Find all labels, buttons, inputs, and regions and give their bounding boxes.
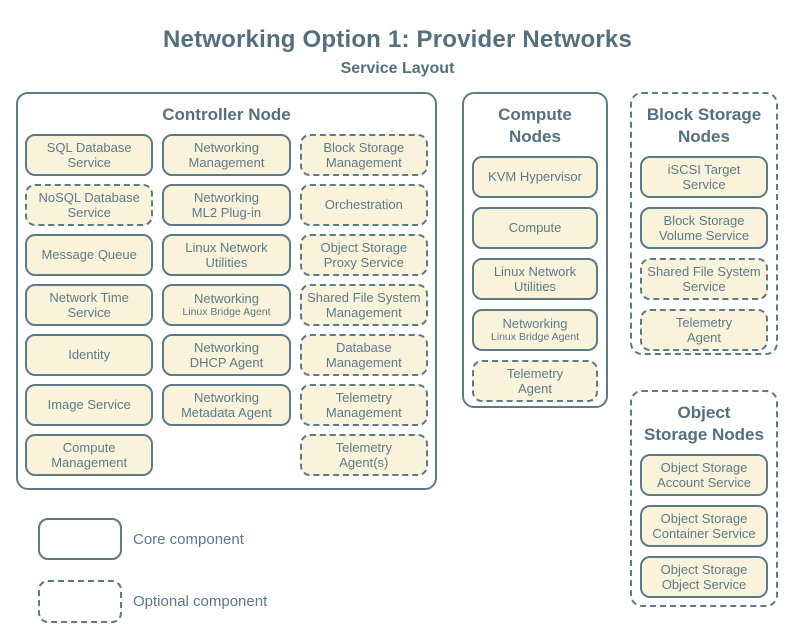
service-label: Shared File System Service <box>647 263 761 295</box>
service-message-queue: Message Queue <box>25 234 154 276</box>
service-label: Linux Network Utilities <box>493 263 577 295</box>
service-sublabel: Linux Bridge Agent <box>182 306 271 319</box>
service-orchestration: Orchestration <box>299 184 428 226</box>
service-shared-file-system: Shared File System Service <box>640 258 768 300</box>
group-title-block-storage-nodes: Block Storage Nodes <box>646 105 762 146</box>
service-linux-network-utilities: Linux Network Utilities <box>472 258 598 300</box>
service-linux-network-utilities: Linux Network Utilities <box>162 234 291 276</box>
service-label: Network Time Service <box>49 289 129 321</box>
service-networking-linux-bridge-agent: Networking Linux Bridge Agent <box>472 309 598 351</box>
service-compute: Compute <box>472 207 598 249</box>
service-label: Block Storage Management <box>323 139 405 171</box>
service-label: Identity <box>68 347 111 363</box>
controller-column-3: Block Storage Management Orchestration O… <box>299 134 428 476</box>
page-subtitle: Service Layout <box>340 60 455 77</box>
service-label: Orchestration <box>324 197 403 213</box>
service-telemetry-agents: Telemetry Agent(s) <box>299 434 428 476</box>
controller-columns: SQL Database Service NoSQL Database Serv… <box>18 126 435 476</box>
block-storage-services: iSCSI Target Service Block Storage Volum… <box>632 148 776 351</box>
service-label: Compute Management <box>51 439 128 471</box>
service-database-management: Database Management <box>299 334 428 376</box>
group-controller-node: Controller Node SQL Database Service NoS… <box>16 92 437 490</box>
legend-optional-swatch <box>38 580 122 623</box>
service-telemetry-management: Telemetry Management <box>299 384 428 426</box>
controller-column-2: Networking Management Networking ML2 Plu… <box>162 134 291 476</box>
object-storage-services: Object Storage Account Service Object St… <box>632 446 776 598</box>
service-label: SQL Database Service <box>46 139 132 171</box>
service-image-service: Image Service <box>25 384 154 426</box>
service-label: Telemetry Management <box>325 389 402 421</box>
service-label: Linux Network Utilities <box>185 239 268 271</box>
service-label: Object Storage Account Service <box>657 459 751 491</box>
service-networking-ml2-plugin: Networking ML2 Plug-in <box>162 184 291 226</box>
group-block-storage-nodes: Block Storage Nodes iSCSI Target Service… <box>630 92 778 355</box>
service-label: Shared File System Management <box>307 289 421 321</box>
service-label: NoSQL Database Service <box>38 189 140 221</box>
service-label: Compute <box>508 220 562 236</box>
group-title-compute-nodes: Compute Nodes <box>498 105 572 146</box>
legend-optional-label: Optional component <box>133 593 268 610</box>
service-label: Networking <box>502 315 568 331</box>
service-label: Object Storage Proxy Service <box>320 239 408 271</box>
service-label: Database Management <box>325 339 402 371</box>
service-sql-database: SQL Database Service <box>25 134 154 176</box>
service-object-storage-container: Object Storage Container Service <box>640 505 768 547</box>
service-block-storage-management: Block Storage Management <box>299 134 428 176</box>
service-label: Object Storage Object Service <box>660 561 748 593</box>
service-label: Telemetry Agent(s) <box>335 439 392 471</box>
service-networking-management: Networking Management <box>162 134 291 176</box>
service-iscsi-target: iSCSI Target Service <box>640 156 768 198</box>
legend-core-swatch <box>38 518 122 560</box>
legend-core: Core component <box>38 518 244 560</box>
service-label: Telemetry Agent <box>506 365 564 397</box>
service-object-storage-proxy: Object Storage Proxy Service <box>299 234 428 276</box>
service-networking-metadata-agent: Networking Metadata Agent <box>162 384 291 426</box>
controller-column-1: SQL Database Service NoSQL Database Serv… <box>25 134 154 476</box>
service-networking-dhcp-agent: Networking DHCP Agent <box>162 334 291 376</box>
service-sublabel: Linux Bridge Agent <box>490 331 580 344</box>
service-kvm-hypervisor: KVM Hypervisor <box>472 156 598 198</box>
service-telemetry-agent: Telemetry Agent <box>472 360 598 402</box>
service-label: KVM Hypervisor <box>488 169 582 185</box>
service-label: Telemetry Agent <box>675 314 733 346</box>
service-object-storage-account: Object Storage Account Service <box>640 454 768 496</box>
service-label: Networking DHCP Agent <box>189 339 264 371</box>
service-block-storage-volume: Block Storage Volume Service <box>640 207 768 249</box>
service-label: Object Storage Container Service <box>652 510 756 542</box>
service-label: Networking <box>193 290 259 306</box>
compute-services: KVM Hypervisor Compute Linux Network Uti… <box>464 148 606 402</box>
group-title-object-storage-nodes: Object Storage Nodes <box>644 403 764 444</box>
service-compute-management: Compute Management <box>25 434 154 476</box>
legend-optional: Optional component <box>38 580 267 623</box>
group-title-controller-node: Controller Node <box>162 105 291 124</box>
service-network-time: Network Time Service <box>25 284 154 326</box>
service-identity: Identity <box>25 334 154 376</box>
service-object-storage-object: Object Storage Object Service <box>640 556 768 598</box>
service-networking-linux-bridge-agent: Networking Linux Bridge Agent <box>162 284 291 326</box>
service-telemetry-agent: Telemetry Agent <box>640 309 768 351</box>
service-label: Image Service <box>47 397 131 413</box>
service-shared-file-system-management: Shared File System Management <box>299 284 428 326</box>
service-label: Networking ML2 Plug-in <box>191 189 262 221</box>
legend-core-label: Core component <box>133 530 244 548</box>
service-label: Block Storage Volume Service <box>658 212 750 244</box>
group-compute-nodes: Compute Nodes KVM Hypervisor Compute Lin… <box>462 92 608 408</box>
service-label: Networking Management <box>188 139 265 171</box>
page-title: Networking Option 1: Provider Networks <box>162 26 632 53</box>
group-object-storage-nodes: Object Storage Nodes Object Storage Acco… <box>630 390 778 607</box>
service-label: Networking Metadata Agent <box>180 389 273 421</box>
service-nosql-database: NoSQL Database Service <box>25 184 154 226</box>
service-label: Message Queue <box>41 247 137 263</box>
service-label: iSCSI Target Service <box>667 161 741 193</box>
